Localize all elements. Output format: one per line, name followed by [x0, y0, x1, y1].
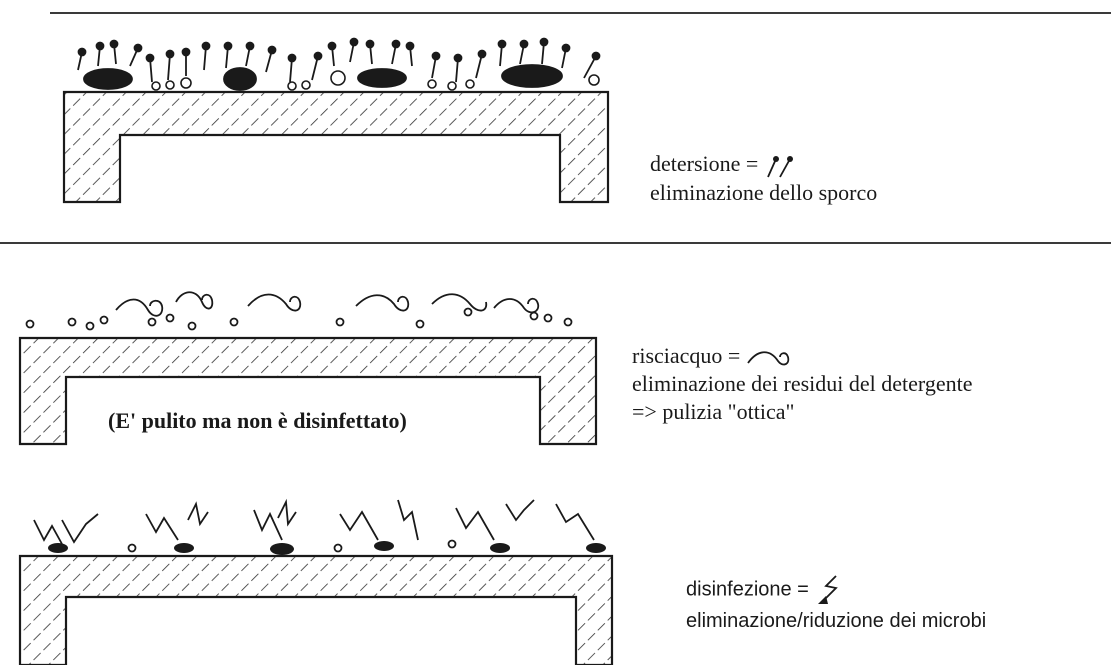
caption-risciacquo: risciacquo = eliminazione dei residui de… [632, 342, 972, 426]
middle-rule [0, 242, 1111, 244]
water-wave-icon [747, 351, 790, 366]
top-rule [50, 12, 1111, 14]
rinse-water-layer [25, 291, 573, 331]
disinfezione-description: eliminazione/riduzione dei microbi [686, 610, 987, 632]
caption-disinfezione: disinfezione = eliminazione/riduzione de… [686, 574, 986, 636]
disinfezione-label: disinfezione = [686, 578, 809, 601]
surface-block-detersione [62, 90, 610, 204]
lightning-arrow-icon [818, 575, 839, 604]
surfactant-molecule-icon [767, 155, 793, 178]
not-disinfected-note: (E' pulito ma non è disinfettato) [108, 408, 407, 433]
risciacquo-label: risciacquo = [632, 343, 741, 368]
caption-detersione: detersione = eliminazione dello sporco [650, 150, 877, 207]
risciacquo-result: => pulizia "ottica" [632, 399, 795, 424]
disinfectant-action-layer [33, 498, 595, 553]
detersione-description: eliminazione dello sporco [650, 179, 878, 205]
surface-block-risciacquo [18, 336, 598, 446]
dirt-and-detergent-layer [77, 37, 601, 91]
risciacquo-description: eliminazione dei residui del detergente [632, 371, 973, 396]
surface-block-disinfezione [18, 554, 614, 665]
microbe-cluster-marks [48, 541, 606, 555]
detersione-label: detersione = [650, 151, 759, 176]
